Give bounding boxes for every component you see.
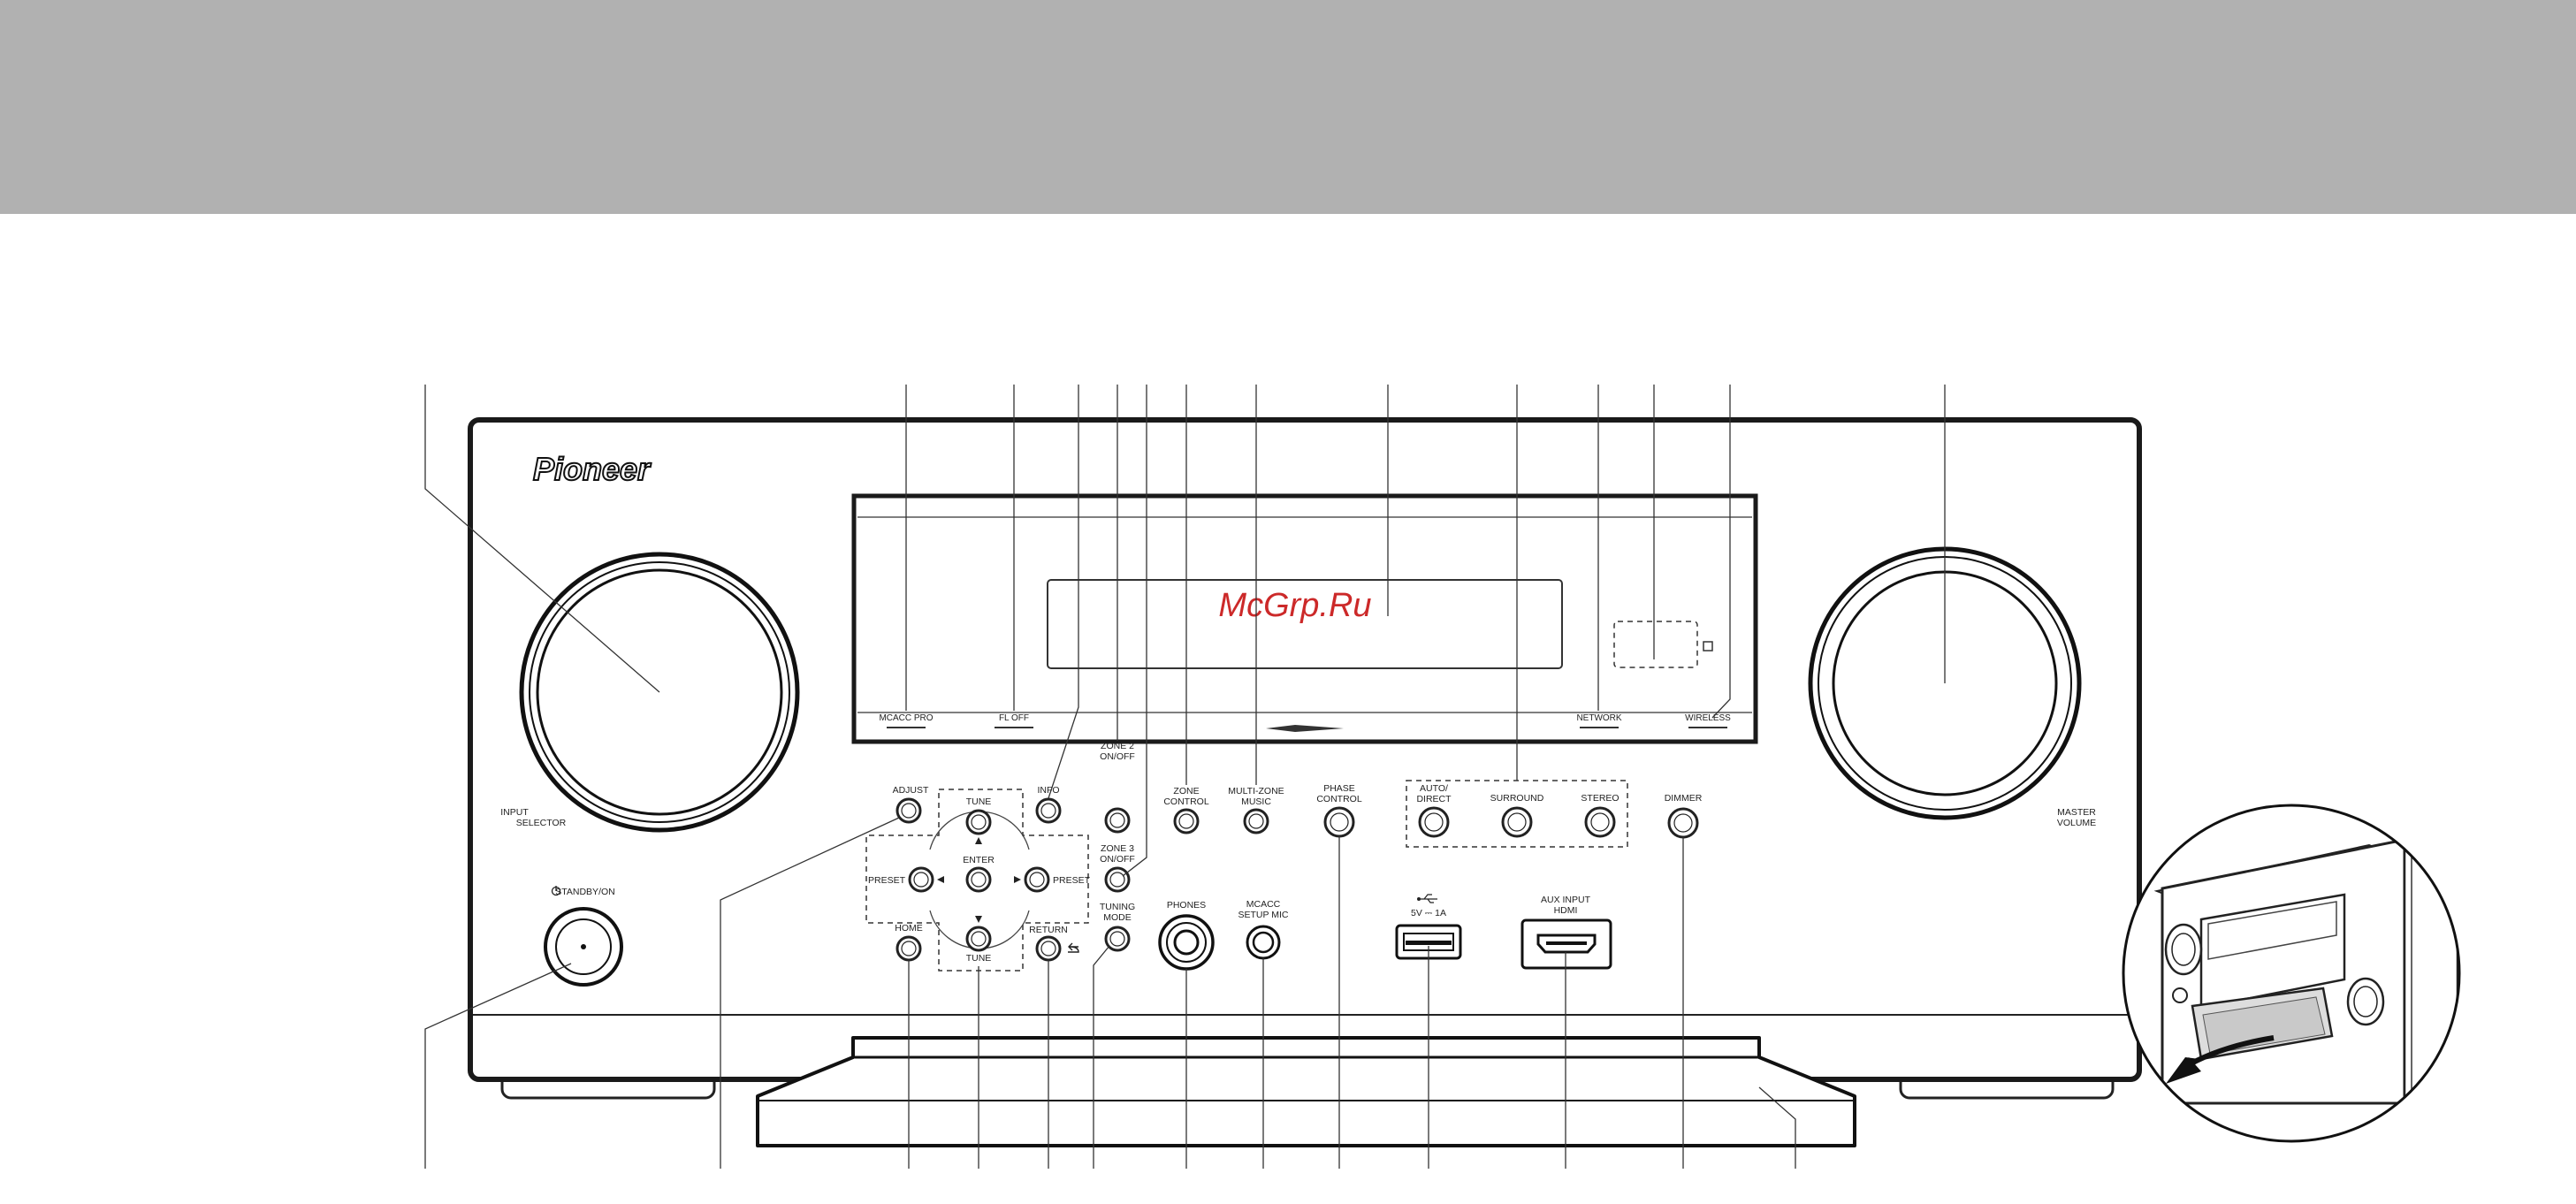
zone-control-button[interactable] — [1173, 808, 1200, 834]
standby-label: STANDBY/ON — [555, 887, 614, 897]
phones-label: PHONES — [1167, 900, 1206, 911]
zone2-label-2: ON/OFF — [1100, 751, 1135, 762]
usb-rating-label: 5V ⎓ 1A — [1411, 908, 1446, 918]
zone-control-label-2: CONTROL — [1163, 796, 1208, 807]
multi-zone-music-label-2: MUSIC — [1241, 796, 1271, 807]
display-indicator-box — [1613, 621, 1698, 668]
tuning-mode-label-2: MODE — [1103, 912, 1132, 923]
watermark-text: McGrp.Ru — [1218, 587, 1371, 624]
dimmer-label: DIMMER — [1665, 793, 1703, 804]
zone2-label-1: ZONE 2 — [1101, 741, 1134, 751]
tune-up-label: TUNE — [966, 796, 992, 807]
zone2-on-off-button[interactable] — [1104, 807, 1131, 834]
preset-left-button[interactable] — [908, 866, 934, 893]
front-door-flap[interactable] — [756, 1036, 1856, 1147]
stereo-button[interactable] — [1584, 806, 1616, 838]
header-band — [0, 0, 2576, 214]
auto-direct-label-1: AUTO/ — [1420, 783, 1448, 794]
usb-icon — [1417, 894, 1437, 903]
surround-label: SURROUND — [1490, 793, 1544, 804]
mcacc-setup-mic-jack[interactable] — [1246, 925, 1281, 960]
auto-direct-label-2: DIRECT — [1416, 794, 1452, 804]
standby-on-button[interactable] — [544, 907, 623, 987]
display-center-arrow — [1266, 725, 1344, 732]
fl-display-area — [1047, 579, 1563, 669]
adjust-button[interactable] — [896, 797, 922, 824]
tuning-mode-button[interactable] — [1104, 926, 1131, 952]
tune-up-button[interactable] — [965, 809, 992, 835]
home-label: HOME — [895, 923, 923, 933]
return-arrow-icon — [1068, 942, 1079, 953]
multi-zone-music-button[interactable] — [1243, 808, 1269, 834]
phase-control-label-1: PHASE — [1323, 783, 1355, 794]
stereo-label: STEREO — [1581, 793, 1619, 804]
arrow-left-icon — [937, 876, 944, 883]
tune-down-label: TUNE — [966, 953, 992, 964]
aux-hdmi-port[interactable] — [1520, 918, 1612, 970]
preset-left-label: PRESET — [868, 875, 906, 886]
zone-control-label-1: ZONE — [1173, 786, 1199, 796]
display-small-icon — [1703, 641, 1713, 652]
zone3-label-1: ZONE 3 — [1101, 843, 1134, 854]
network-label: NETWORK — [1576, 713, 1621, 723]
enter-label: ENTER — [963, 855, 995, 865]
aux-input-label-2: HDMI — [1554, 905, 1578, 916]
arrow-up-icon — [975, 837, 982, 844]
input-selector-label-1: INPUT — [500, 807, 529, 818]
info-button[interactable] — [1035, 797, 1062, 824]
phase-control-label-2: CONTROL — [1316, 794, 1361, 804]
preset-right-button[interactable] — [1024, 866, 1050, 893]
input-selector-label-2: SELECTOR — [516, 818, 567, 828]
aux-input-label-1: AUX INPUT — [1541, 895, 1591, 905]
zone3-on-off-button[interactable] — [1104, 866, 1131, 893]
power-icon — [551, 886, 561, 896]
home-button[interactable] — [896, 935, 922, 962]
mcacc-pro-label: MCACC PRO — [879, 713, 933, 723]
multi-zone-music-label-1: MULTI-ZONE — [1228, 786, 1284, 796]
auto-direct-button[interactable] — [1418, 806, 1450, 838]
surround-button[interactable] — [1501, 806, 1533, 838]
mcacc-mic-label-2: SETUP MIC — [1238, 910, 1289, 920]
arrow-down-icon — [975, 916, 982, 923]
callout-lines-top — [424, 385, 1946, 877]
callout-lines-bottom — [424, 817, 1796, 1169]
enter-button[interactable] — [965, 866, 992, 893]
pioneer-logo: Pioneer — [532, 450, 652, 488]
phones-jack[interactable] — [1158, 914, 1215, 971]
fl-off-label: FL OFF — [999, 713, 1029, 723]
zoom-inset — [2122, 804, 2461, 1143]
wireless-label: WIRELESS — [1685, 713, 1731, 723]
return-label: RETURN — [1029, 925, 1068, 935]
preset-right-label: PRESET — [1053, 875, 1091, 886]
zone3-label-2: ON/OFF — [1100, 854, 1135, 865]
master-volume-label-1: MASTER — [2057, 807, 2096, 818]
arrow-right-icon — [1014, 876, 1021, 883]
tune-down-button[interactable] — [965, 926, 992, 952]
mcacc-mic-label-1: MCACC — [1246, 899, 1281, 910]
info-label: INFO — [1037, 785, 1059, 796]
phase-control-button[interactable] — [1323, 806, 1355, 838]
master-volume-label-2: VOLUME — [2057, 818, 2096, 828]
return-button[interactable] — [1035, 935, 1062, 962]
dimmer-button[interactable] — [1667, 807, 1699, 839]
tuning-mode-label-1: TUNING — [1100, 902, 1135, 912]
svg-text:Pioneer: Pioneer — [533, 451, 652, 487]
adjust-label: ADJUST — [893, 785, 929, 796]
